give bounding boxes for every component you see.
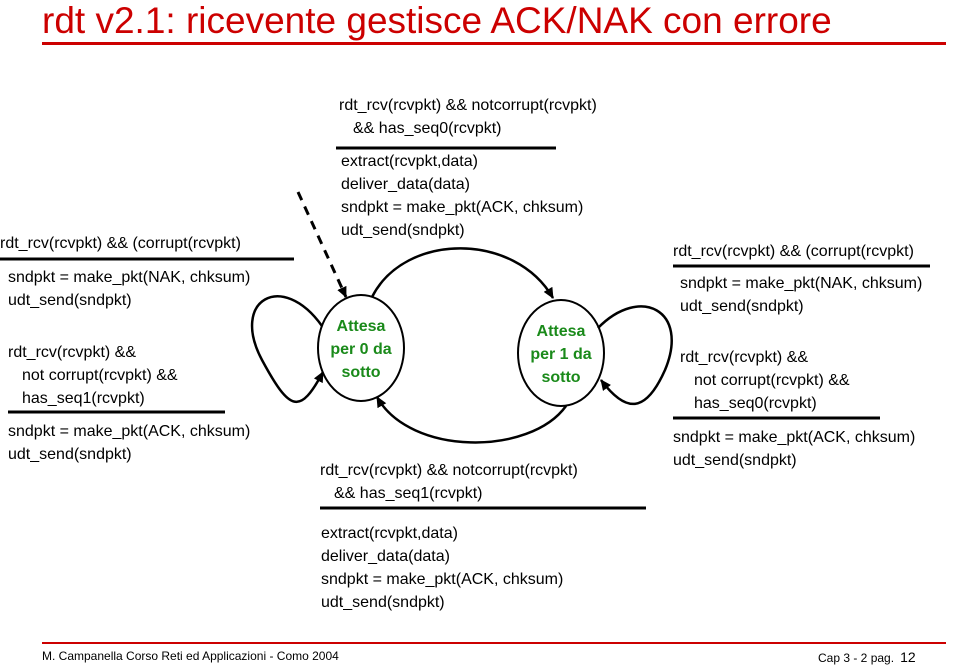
top-action: extract(rcvpkt,data) deliver_data(data) …: [341, 153, 584, 239]
right-dup-action: sndpkt = make_pkt(ACK, chksum) udt_send(…: [673, 429, 916, 469]
left-dup-event: rdt_rcv(rcvpkt) && not corrupt(rcvpkt) &…: [8, 344, 178, 407]
state-label-0: Attesa per 0 da sotto: [330, 318, 392, 381]
top-event: rdt_rcv(rcvpkt) && notcorrupt(rcvpkt) &&…: [339, 97, 597, 137]
right-corrupt-event: rdt_rcv(rcvpkt) && (corrupt(rcvpkt): [673, 243, 914, 260]
slide-title: rdt v2.1: ricevente gestisce ACK/NAK con…: [42, 0, 832, 41]
right-dup-event: rdt_rcv(rcvpkt) && not corrupt(rcvpkt) &…: [680, 349, 850, 412]
bottom-event: rdt_rcv(rcvpkt) && notcorrupt(rcvpkt) &&…: [320, 462, 578, 502]
state-wait-0: [317, 294, 405, 402]
footer-chapter: Cap 3 - 2 pag.: [818, 651, 895, 665]
left-dup-action: sndpkt = make_pkt(ACK, chksum) udt_send(…: [8, 423, 251, 463]
self-loop-left: [250, 295, 325, 404]
page-number: 12: [900, 649, 916, 665]
transition-arrow-bottom: [375, 396, 568, 444]
bottom-action: extract(rcvpkt,data) deliver_data(data) …: [321, 525, 564, 611]
transition-arrow-top: [370, 247, 555, 299]
left-corrupt-event: rdt_rcv(rcvpkt) && (corrupt(rcvpkt): [0, 235, 241, 252]
footer-page-info: Cap 3 - 2 pag. 12: [818, 649, 916, 665]
initial-arrow: [296, 191, 348, 298]
title-underline: [42, 42, 946, 45]
right-corrupt-action: sndpkt = make_pkt(NAK, chksum) udt_send(…: [680, 275, 923, 315]
self-loop-right: [597, 305, 673, 406]
state-wait-1: [517, 299, 605, 407]
left-corrupt-action: sndpkt = make_pkt(NAK, chksum) udt_send(…: [8, 269, 251, 309]
state-label-1: Attesa per 1 da sotto: [530, 323, 592, 386]
footer-rule: [42, 642, 946, 644]
footer-credit: M. Campanella Corso Reti ed Applicazioni…: [42, 649, 339, 663]
